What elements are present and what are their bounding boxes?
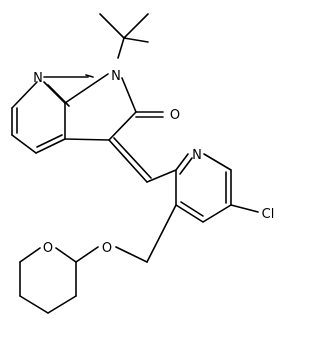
bond: [19, 247, 41, 263]
bond: [64, 73, 109, 104]
atom-label-o-carbonyl: O: [170, 108, 180, 123]
bond: [146, 169, 177, 183]
bond: [230, 204, 259, 213]
bond: [175, 204, 204, 223]
atom-label-n-pyridine: N: [192, 148, 202, 163]
bond: [55, 247, 77, 263]
bond: [117, 37, 125, 59]
bond: [47, 295, 77, 314]
fused-pyridine-ring: [11, 74, 94, 154]
bond: [64, 138, 110, 141]
atom-label-o-ether: O: [102, 241, 112, 256]
bond: [115, 246, 148, 263]
bond: [36, 134, 63, 148]
bond: [202, 204, 232, 223]
bond: [175, 153, 189, 171]
chemical-structure: N N O N Cl O O: [11, 13, 275, 314]
bond: [203, 153, 232, 171]
methylidene-linker: [108, 137, 177, 183]
bond: [108, 111, 137, 141]
bond: [113, 137, 152, 179]
tert-butyl-group: [99, 13, 149, 59]
tetrahydropyran-ring: [19, 247, 77, 314]
atom-label-n-fused-pyridine: N: [33, 71, 43, 86]
bond: [19, 295, 49, 314]
bond: [121, 77, 137, 113]
atom-label-o-thp: O: [43, 241, 53, 256]
bond: [11, 134, 37, 154]
molecule-canvas: N N O N Cl O O: [11, 13, 275, 314]
bond: [99, 13, 125, 39]
bond: [35, 138, 66, 154]
bond: [11, 81, 38, 109]
bond: [179, 157, 193, 175]
lactam-ring: [64, 73, 164, 141]
bond: [123, 37, 149, 43]
bond: [146, 204, 177, 263]
bond: [85, 74, 94, 78]
atom-label-chlorine: Cl: [262, 207, 275, 222]
bond: [180, 201, 204, 217]
bond: [108, 139, 148, 183]
bond: [75, 246, 99, 263]
bond: [123, 13, 149, 39]
chloropyridine-ring: [175, 153, 259, 223]
atom-label-n-lactam: N: [111, 69, 121, 84]
thp-ether-linker: [75, 204, 177, 263]
